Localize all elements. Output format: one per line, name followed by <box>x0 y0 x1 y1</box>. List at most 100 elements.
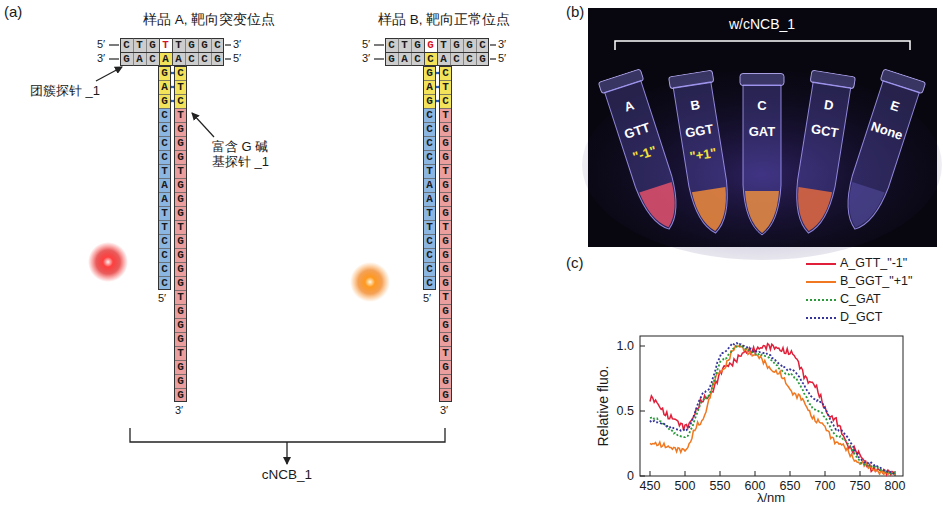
tube-liquid <box>639 182 684 232</box>
product-arrow <box>286 442 287 464</box>
panel-letter: (c) <box>566 254 584 271</box>
tube-letter: C <box>729 99 795 114</box>
strand-outline <box>440 67 452 402</box>
strand-end: 5′ <box>158 292 166 305</box>
bracket <box>130 428 445 442</box>
strand-end: 5′ <box>233 52 241 65</box>
strand-end: 3′ <box>175 404 183 417</box>
spectrum-curve <box>650 343 895 474</box>
legend-sample <box>806 281 836 283</box>
g-rich-probe: C T C T G G G T G G G T G G G G T G G G … <box>174 66 187 402</box>
spectrum-curve <box>650 345 895 474</box>
tick-label: 650 <box>780 479 801 493</box>
target-duplex: C T G T T G G CG A C A A C C G <box>120 38 224 66</box>
tick-mark <box>825 471 826 476</box>
strand-end: 5′ <box>97 38 105 51</box>
strand-end: 3′ <box>440 404 448 417</box>
leader-arrow <box>192 113 214 137</box>
base-sequence: G A G C C C C T A A T T C C C C <box>158 66 171 290</box>
tube-shape <box>739 73 785 238</box>
tick-label: 550 <box>710 479 731 493</box>
spectrum-curve <box>650 344 895 475</box>
tick-mark <box>650 471 651 476</box>
probe-label: 富含 G 碱 基探针 _1 <box>212 140 274 170</box>
tube-cap <box>740 74 784 86</box>
panel-letter: (b) <box>566 3 584 20</box>
tick-label: 450 <box>640 479 661 493</box>
tube-body <box>605 81 687 235</box>
target-duplex: C T G G T G G CG A C C A C C G <box>385 38 489 66</box>
strand-line <box>120 52 224 53</box>
strand-end: 3′ <box>97 52 105 65</box>
legend-sample <box>806 299 836 301</box>
tick-mark <box>685 471 686 476</box>
spectrum-curve <box>650 346 895 475</box>
plot-area <box>640 343 895 476</box>
tick-label: 600 <box>745 479 766 493</box>
photo-bracket <box>615 41 910 50</box>
strand-outline <box>424 67 436 290</box>
strand-dash <box>225 58 231 59</box>
base-sequence: C T G G T G G C <box>388 38 486 52</box>
strand-dash <box>109 44 119 45</box>
base-sequence: C T C T G G G T G G G T G G G G T G G G … <box>174 66 187 402</box>
tube-liquid <box>692 187 732 234</box>
tick-mark <box>640 346 645 347</box>
strand-outline <box>175 67 187 402</box>
legend-text: C_GAT <box>840 292 881 306</box>
probe-label: 团簇探针 _1 <box>30 84 100 99</box>
strand-dash <box>109 58 119 59</box>
tick-label: 500 <box>675 479 696 493</box>
duplex-grid <box>385 38 489 66</box>
tick-mark <box>720 471 721 476</box>
axis-title: Relative fluo. <box>595 366 611 447</box>
tick-label: 750 <box>850 479 871 493</box>
tick-mark <box>755 471 756 476</box>
legend-text: B_GGT_"+1" <box>840 274 912 288</box>
duplex-box <box>121 39 224 66</box>
tube-body <box>790 82 851 236</box>
base-sequence: C T G T T G G C <box>123 38 221 52</box>
sample-tube: CGAT <box>739 73 785 238</box>
orange-nanocluster <box>350 262 390 302</box>
strand-end: 5′ <box>423 292 431 305</box>
tick-label: 1.0 <box>617 339 634 353</box>
base-sequence: G A G C C C C T A A T T C C C C <box>423 66 436 290</box>
strand-end: 5′ <box>362 38 370 51</box>
strand-dash <box>490 44 496 45</box>
probe-cell <box>160 53 173 66</box>
duplex-box <box>386 39 489 66</box>
duplex-grid <box>120 38 224 66</box>
legend-sample <box>806 263 836 265</box>
legend-text: A_GTT_"-1" <box>840 256 907 270</box>
red-nanocluster <box>88 242 128 282</box>
tube-body <box>837 81 919 235</box>
strand-dash <box>225 44 231 45</box>
leader-arrow <box>96 67 122 81</box>
legend-text: D_GCT <box>840 310 882 324</box>
cluster-probe: G A G C C C C T A A T T C C C C <box>158 66 171 290</box>
g-rich-probe: C T C T G G G T G G G T G G G G T G G G … <box>439 66 452 402</box>
sample-title: 样品 B, 靶向正常位点 <box>378 12 510 28</box>
tick-label: 700 <box>815 479 836 493</box>
photo-label: w/cNCB_1 <box>729 16 795 32</box>
base-sequence: G A C C A C C G <box>388 52 486 66</box>
base-sequence: C T C T G G G T G G G T G G G G T G G G … <box>439 66 452 402</box>
mismatch-cell <box>425 39 438 53</box>
strand-line <box>385 52 489 53</box>
strand-dash <box>490 58 496 59</box>
tick-label: 800 <box>885 479 906 493</box>
tick-label: 0.5 <box>617 404 634 418</box>
tick-mark <box>790 471 791 476</box>
tube-liquid <box>792 187 832 234</box>
tick-mark <box>860 471 861 476</box>
strand-end: 5′ <box>498 52 506 65</box>
codon-label: GAT <box>729 125 795 140</box>
product-label: cNCB_1 <box>262 467 312 483</box>
strand-dash <box>374 58 384 59</box>
cluster-probe: G A G C C C C T A A T T C C C C <box>423 66 436 290</box>
legend-sample <box>806 317 836 319</box>
tick-mark <box>640 476 645 477</box>
mismatch-cell <box>160 39 173 53</box>
